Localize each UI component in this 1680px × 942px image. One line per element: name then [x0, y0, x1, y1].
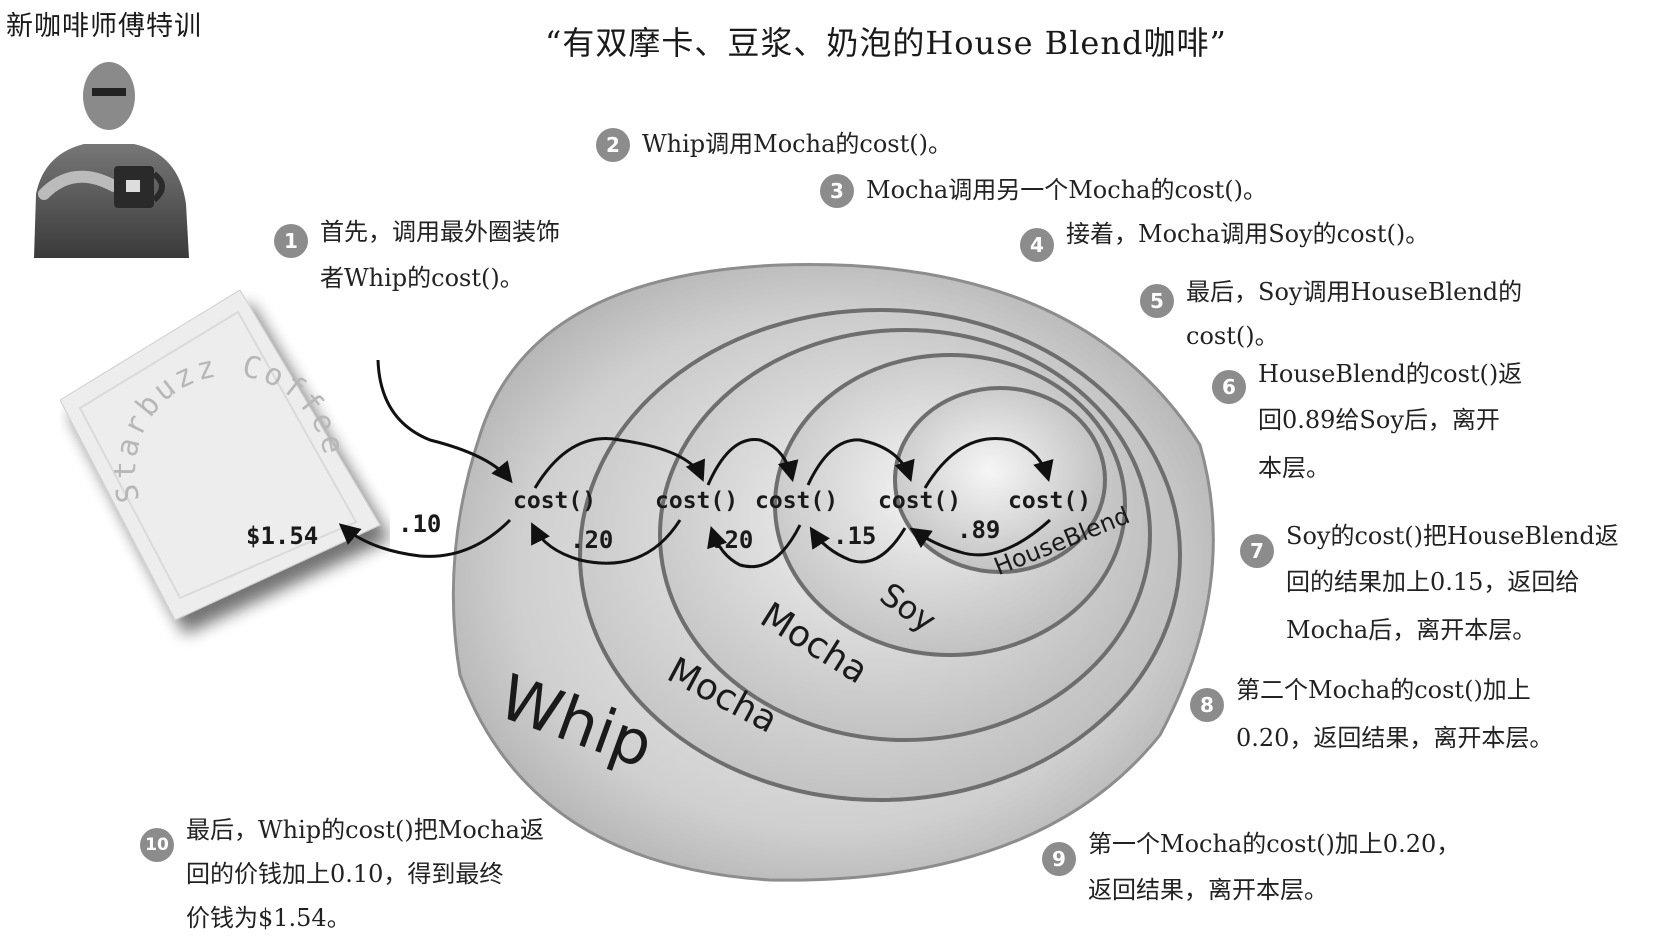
step-number-badge: 1: [274, 224, 308, 258]
step-1: 1 首先，调用最外圈装饰 者Whip的cost()。: [274, 216, 614, 316]
step-10: 10 最后，Whip的cost()把Mocha返 回的价钱加上0.10，得到最终…: [140, 816, 580, 942]
step-6: 6 HouseBlend的cost()返 回0.89给Soy后，离开 本层。: [1212, 360, 1632, 512]
step-text: 0.20，返回结果，离开本层。: [1236, 724, 1554, 752]
step-text: 接着，Mocha调用Soy的cost()。: [1066, 220, 1430, 248]
step-text: Whip调用Mocha的cost()。: [642, 130, 952, 158]
step-8: 8 第二个Mocha的cost()加上 0.20，返回结果，离开本层。: [1190, 676, 1670, 780]
step-text: Mocha调用另一个Mocha的cost()。: [866, 176, 1268, 204]
napkin: Starbuzz Coffee: [60, 290, 381, 621]
step-number-badge: 10: [140, 828, 174, 862]
step-text: 价钱为$1.54。: [186, 904, 351, 932]
step-number-badge: 4: [1020, 228, 1054, 262]
total-price: $1.54: [246, 522, 319, 550]
step-text: 最后，Soy调用HouseBlend的: [1186, 278, 1523, 306]
cost-call-mocha-inner: cost(): [755, 488, 839, 514]
step-text: 最后，Whip的cost()把Mocha返: [186, 816, 544, 844]
step-4: 4 接着，Mocha调用Soy的cost()。: [1020, 220, 1500, 268]
step-number-badge: 9: [1042, 842, 1076, 876]
step-number-badge: 3: [820, 174, 854, 208]
return-value-soy: .15: [833, 522, 877, 550]
step-7: 7 Soy的cost()把HouseBlend返 回的结果加上0.15，返回给 …: [1240, 522, 1670, 676]
step-text: 本层。: [1258, 454, 1330, 482]
step-number-badge: 6: [1212, 370, 1246, 404]
step-text: HouseBlend的cost()返: [1258, 360, 1523, 388]
return-value-whip: .10: [398, 510, 442, 538]
step-9: 9 第一个Mocha的cost()加上0.20， 返回结果，离开本层。: [1042, 830, 1522, 934]
corner-label: 新咖啡师傅特训: [6, 11, 202, 42]
step-text: 者Whip的cost()。: [320, 264, 524, 292]
step-number-badge: 8: [1190, 688, 1224, 722]
step-text: 回0.89给Soy后，离开: [1258, 406, 1500, 434]
step-text: Soy的cost()把HouseBlend返: [1286, 522, 1619, 550]
step-text: Mocha后，离开本层。: [1286, 616, 1537, 644]
cost-call-mocha-outer: cost(): [655, 488, 739, 514]
return-value-houseblend: .89: [957, 516, 1001, 544]
return-value-mocha-outer: .20: [570, 526, 614, 554]
step-number-badge: 7: [1240, 534, 1274, 568]
step-text: 返回结果，离开本层。: [1088, 876, 1328, 904]
step-text: 首先，调用最外圈装饰: [320, 218, 560, 246]
step-5: 5 最后，Soy调用HouseBlend的 cost()。: [1140, 276, 1580, 376]
step-text: 第二个Mocha的cost()加上: [1236, 676, 1531, 704]
step-text: 回的结果加上0.15，返回给: [1286, 568, 1580, 596]
step-text: 第一个Mocha的cost()加上0.20，: [1088, 830, 1461, 858]
cost-call-whip: cost(): [513, 488, 597, 514]
cost-call-soy: cost(): [878, 488, 962, 514]
step-3: 3 Mocha调用另一个Mocha的cost()。: [820, 166, 1300, 214]
step-number-badge: 2: [596, 128, 630, 162]
step-text: 回的价钱加上0.10，得到最终: [186, 860, 504, 888]
step-text: cost()。: [1186, 322, 1279, 350]
step-number-badge: 5: [1140, 284, 1174, 318]
diagram-title: “有双摩卡、豆浆、奶泡的House Blend咖啡”: [545, 24, 1227, 62]
cost-call-houseblend: cost(): [1008, 488, 1092, 514]
barista-portrait: [34, 62, 189, 258]
step-2: 2 Whip调用Mocha的cost()。: [596, 120, 1016, 168]
